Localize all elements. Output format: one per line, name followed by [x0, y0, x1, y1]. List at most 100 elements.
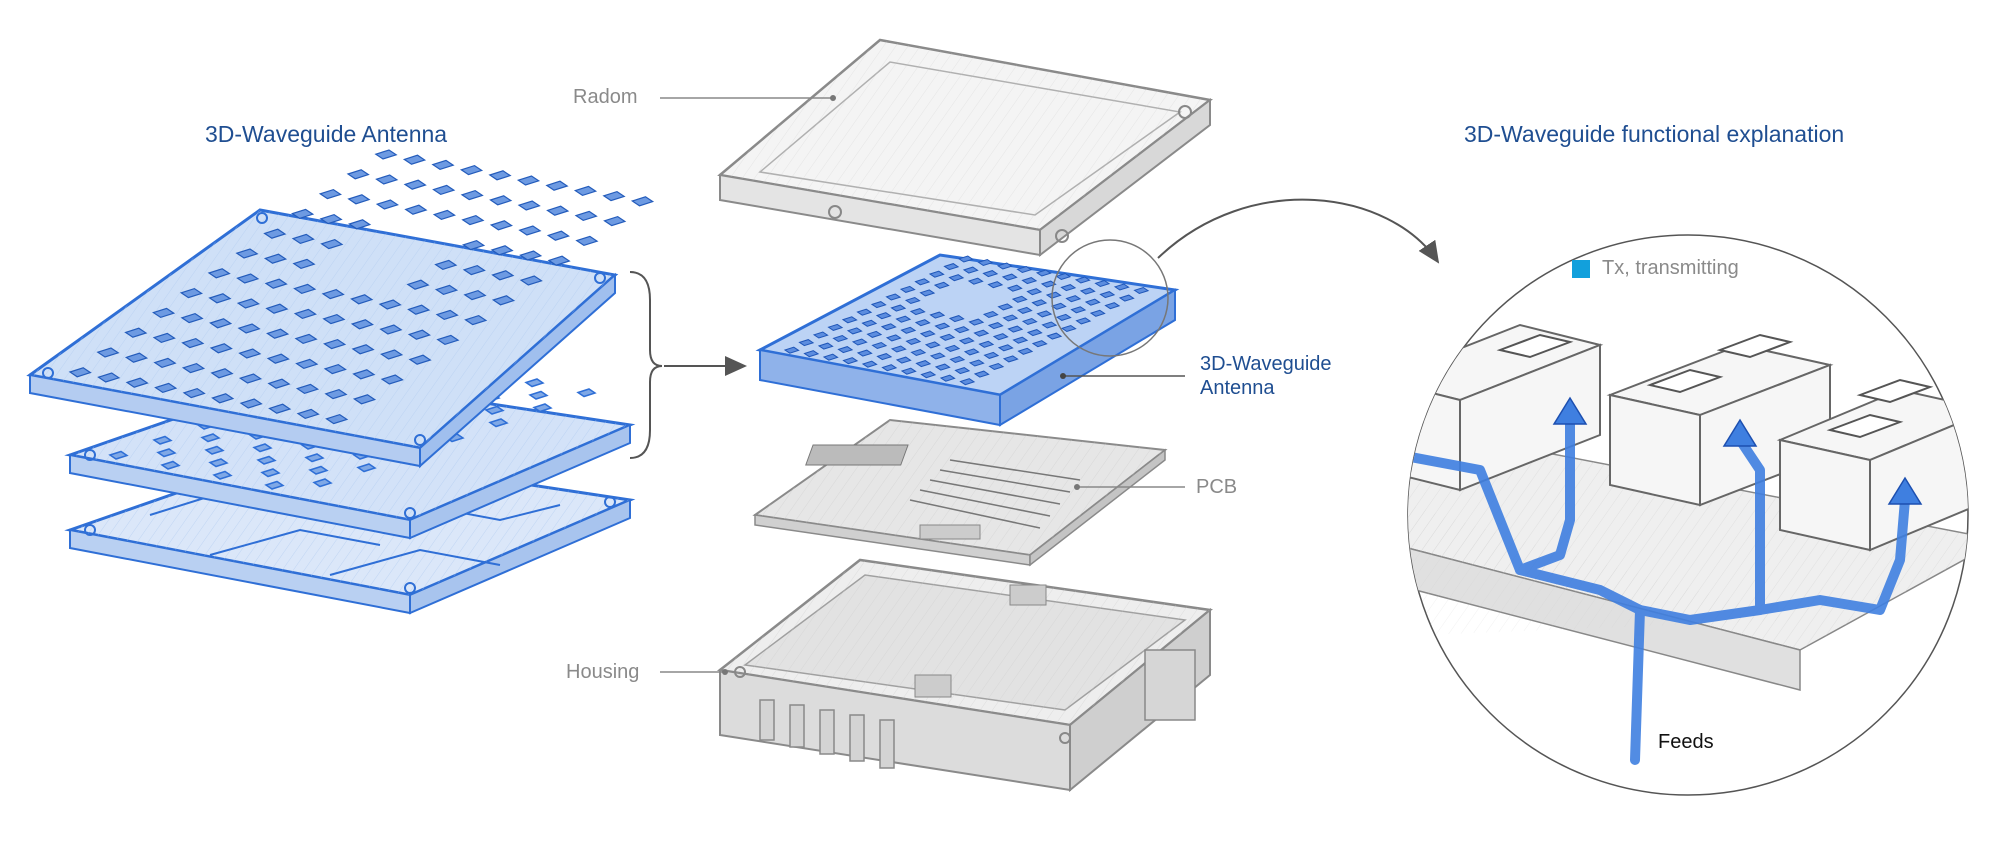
waveguide-slot — [489, 195, 513, 206]
waveguide-slot — [909, 308, 926, 316]
waveguide-slot — [948, 274, 965, 282]
waveguide-slot — [1041, 321, 1058, 329]
waveguide-slot — [803, 350, 820, 358]
waveguide-slot — [546, 205, 570, 216]
waveguide-slot — [268, 403, 292, 414]
waveguide-slot — [1026, 329, 1043, 337]
waveguide-slot — [209, 318, 233, 329]
waveguide-slot — [402, 154, 427, 165]
waveguide-slot — [574, 210, 598, 222]
waveguide-slot — [832, 334, 849, 343]
waveguide-slot — [348, 219, 372, 230]
waveguide-slot — [630, 196, 655, 207]
waveguide-slot — [238, 373, 263, 384]
waveguide-slot — [1026, 288, 1043, 296]
waveguide-slot — [856, 349, 873, 357]
waveguide-slot — [322, 313, 346, 325]
waveguide-slot — [208, 458, 229, 468]
waveguide-slot — [124, 327, 148, 338]
waveguide-slot — [256, 455, 277, 465]
waveguide-slot — [432, 209, 456, 221]
waveguide-slot — [434, 284, 459, 296]
waveguide-slot — [1017, 347, 1034, 355]
waveguide-slot — [484, 405, 505, 415]
waveguide-slot — [783, 346, 800, 354]
waveguide-slot — [266, 328, 290, 339]
waveguide-slot — [603, 215, 627, 227]
waveguide-slot — [929, 352, 946, 360]
magnifier-circle — [1051, 239, 1169, 357]
waveguide-slot — [238, 348, 262, 359]
waveguide-slot — [944, 344, 961, 352]
waveguide-slot — [489, 220, 513, 231]
waveguide-slot — [312, 478, 333, 488]
waveguide-slot — [890, 304, 907, 312]
waveguide-slot — [375, 174, 399, 185]
waveguide-slot — [267, 378, 291, 389]
waveguide-slot — [996, 262, 1013, 270]
waveguide-slot — [1133, 286, 1150, 295]
waveguide-slot — [958, 337, 975, 345]
waveguide-slot — [1001, 273, 1018, 281]
waveguide-slot — [379, 324, 403, 335]
waveguide-slot — [318, 188, 342, 200]
waveguide-slot — [988, 362, 1005, 371]
waveguide-slot — [837, 346, 854, 354]
waveguide-slot — [323, 363, 347, 375]
waveguide-slot — [295, 358, 319, 370]
waveguide-slot — [152, 332, 176, 344]
waveguide-slot — [1118, 294, 1135, 302]
waveguide-slot — [871, 341, 888, 350]
waveguide-slot — [949, 355, 966, 364]
waveguide-slot — [462, 264, 486, 276]
waveguide-slot — [1089, 309, 1106, 317]
waveguide-slot — [108, 450, 129, 460]
waveguide-slot — [1060, 284, 1077, 292]
waveguide-slot — [957, 255, 974, 263]
waveguide-slot — [378, 299, 402, 310]
waveguide-slot — [1031, 340, 1048, 348]
radom-label: Radom — [573, 86, 638, 108]
waveguide-slot — [900, 326, 917, 334]
waveguide-slot — [920, 371, 937, 379]
waveguide-slot — [264, 480, 285, 490]
waveguide-slot — [997, 344, 1014, 352]
waveguide-slot — [488, 170, 512, 181]
waveguide-slot — [434, 259, 458, 271]
waveguide-slot — [380, 349, 404, 360]
waveguide-slot — [880, 323, 897, 331]
waveguide-slot — [292, 258, 316, 270]
waveguide-slot — [1055, 272, 1072, 281]
waveguide-slot — [325, 413, 349, 425]
waveguide-slot — [181, 362, 206, 374]
waveguide-slot — [347, 194, 371, 205]
waveguide-slot — [403, 179, 427, 190]
waveguide-slot — [1021, 277, 1038, 285]
waveguide-slot — [406, 279, 430, 290]
waveguide-slot — [870, 301, 887, 309]
waveguide-slot — [851, 338, 868, 346]
waveguide-slot — [856, 308, 873, 316]
waveguide-slot — [1094, 279, 1111, 288]
waveguide-slot — [1002, 355, 1019, 363]
antenna-layer-stack — [26, 149, 655, 615]
waveguide-slot — [1021, 317, 1038, 326]
waveguide-slot — [351, 344, 375, 355]
waveguide-slot — [1011, 295, 1028, 303]
waveguide-slot — [1070, 306, 1087, 314]
waveguide-slot — [934, 322, 951, 330]
waveguide-slot — [876, 353, 893, 361]
waveguide-slot — [915, 360, 932, 368]
housing-part — [716, 558, 1213, 793]
waveguide-slot — [260, 468, 281, 478]
waveguide-slot — [124, 352, 149, 363]
waveguide-slot — [967, 277, 984, 285]
waveguide-slot — [602, 190, 626, 202]
waveguide-slot — [1007, 325, 1024, 333]
waveguide-slot — [861, 319, 878, 327]
waveguide-slot — [1104, 302, 1121, 310]
waveguide-slot — [304, 453, 325, 463]
waveguide-slot — [356, 463, 377, 473]
waveguide-slot — [924, 341, 941, 349]
